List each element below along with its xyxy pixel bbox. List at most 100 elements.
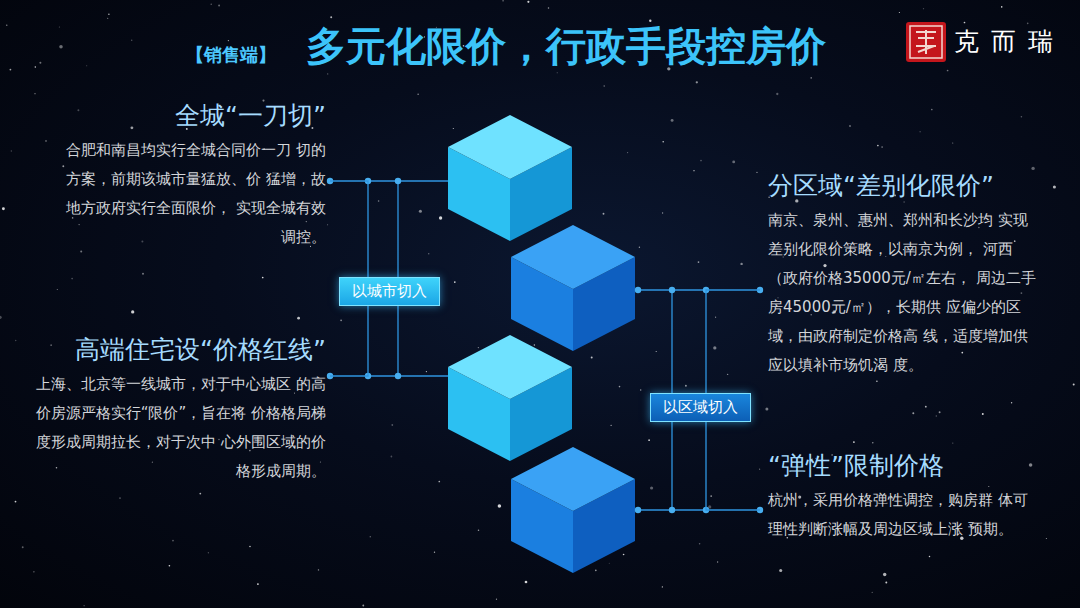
star	[131, 310, 134, 313]
star	[62, 165, 64, 167]
star	[478, 347, 479, 348]
star	[671, 119, 674, 122]
star	[557, 72, 558, 73]
star	[756, 172, 757, 173]
star	[853, 441, 855, 443]
text-block: 分区域“差别化限价”南京、泉州、惠州、郑州和长沙均 实现差别化限价策略，以南京为…	[768, 170, 1036, 380]
block-heading: 全城“一刀切”	[58, 100, 326, 132]
star	[623, 554, 625, 556]
star	[297, 317, 300, 320]
star	[131, 40, 133, 42]
star	[717, 561, 718, 562]
star	[952, 443, 953, 444]
star	[650, 486, 653, 489]
star	[318, 569, 319, 570]
star	[649, 20, 651, 22]
star	[107, 18, 108, 19]
star	[2, 207, 5, 210]
star	[639, 247, 640, 248]
star	[776, 93, 778, 95]
star	[696, 81, 698, 83]
star	[249, 546, 251, 548]
star	[765, 408, 768, 411]
star	[627, 152, 628, 153]
star	[931, 109, 933, 111]
block-body: 上海、北京等一线城市，对于中心城区 的高价房源严格实行“限价”，旨在将 价格格局…	[30, 370, 326, 486]
star	[947, 70, 949, 72]
star	[417, 94, 419, 96]
star	[872, 592, 873, 593]
text-block: 全城“一刀切”合肥和南昌均实行全城合同价一刀 切的方案，前期该城市量猛放、价 猛…	[58, 100, 326, 252]
star	[439, 216, 442, 219]
section-tag: 【销售端】	[186, 43, 276, 67]
seal-square	[906, 22, 946, 62]
block-body: 杭州，采用价格弹性调控，购房群 体可理性判断涨幅及周边区域上涨 预期。	[768, 486, 1036, 544]
star	[920, 131, 921, 132]
star	[603, 85, 604, 86]
leader-dot	[635, 507, 641, 513]
leader-line	[368, 375, 448, 376]
star	[152, 462, 153, 463]
entry-label-box: 以城市切入	[339, 277, 440, 306]
star	[1027, 23, 1029, 25]
star	[961, 352, 963, 354]
text-block: 高端住宅设“价格红线”上海、北京等一线城市，对于中心城区 的高价房源严格实行“限…	[30, 334, 326, 486]
star	[419, 210, 422, 213]
star	[1014, 240, 1016, 242]
star	[228, 40, 229, 41]
star	[877, 145, 879, 147]
star	[662, 141, 664, 143]
leader-dot	[669, 287, 675, 293]
star	[310, 246, 311, 247]
star	[428, 253, 429, 254]
star	[619, 386, 621, 388]
star	[330, 16, 332, 18]
star	[496, 599, 497, 600]
star	[700, 160, 702, 162]
star	[208, 552, 209, 553]
star	[1001, 6, 1003, 8]
star	[172, 540, 174, 542]
bracket-connector	[706, 290, 760, 393]
star	[1053, 186, 1056, 189]
bracket-connector	[330, 306, 368, 376]
star	[11, 150, 12, 151]
bracket-connector	[330, 181, 368, 277]
star	[0, 316, 2, 319]
star	[1031, 167, 1034, 170]
star	[740, 263, 742, 265]
star	[478, 529, 480, 531]
star	[964, 22, 966, 24]
star	[727, 374, 728, 375]
star	[199, 493, 201, 495]
star	[603, 213, 605, 215]
star	[15, 501, 17, 503]
star	[39, 62, 41, 64]
star	[80, 250, 82, 252]
star	[939, 411, 941, 413]
seal-mark	[916, 30, 936, 54]
star	[257, 583, 259, 585]
leader-dot	[635, 287, 641, 293]
star	[885, 581, 887, 583]
star	[130, 126, 133, 129]
star	[453, 128, 454, 129]
star	[810, 77, 812, 79]
star	[929, 556, 931, 558]
leader-dot	[669, 507, 675, 513]
star	[56, 467, 58, 469]
star	[713, 346, 716, 349]
star	[698, 261, 700, 263]
star	[611, 425, 612, 426]
star	[656, 351, 657, 352]
star	[923, 8, 924, 9]
star	[662, 212, 663, 213]
star	[71, 278, 73, 280]
star	[262, 277, 264, 279]
star	[849, 125, 851, 127]
page-title: 多元化限价，行政手段控房价	[306, 20, 826, 72]
star	[1046, 538, 1047, 539]
star	[45, 140, 47, 142]
star	[327, 224, 328, 225]
star	[426, 371, 427, 372]
